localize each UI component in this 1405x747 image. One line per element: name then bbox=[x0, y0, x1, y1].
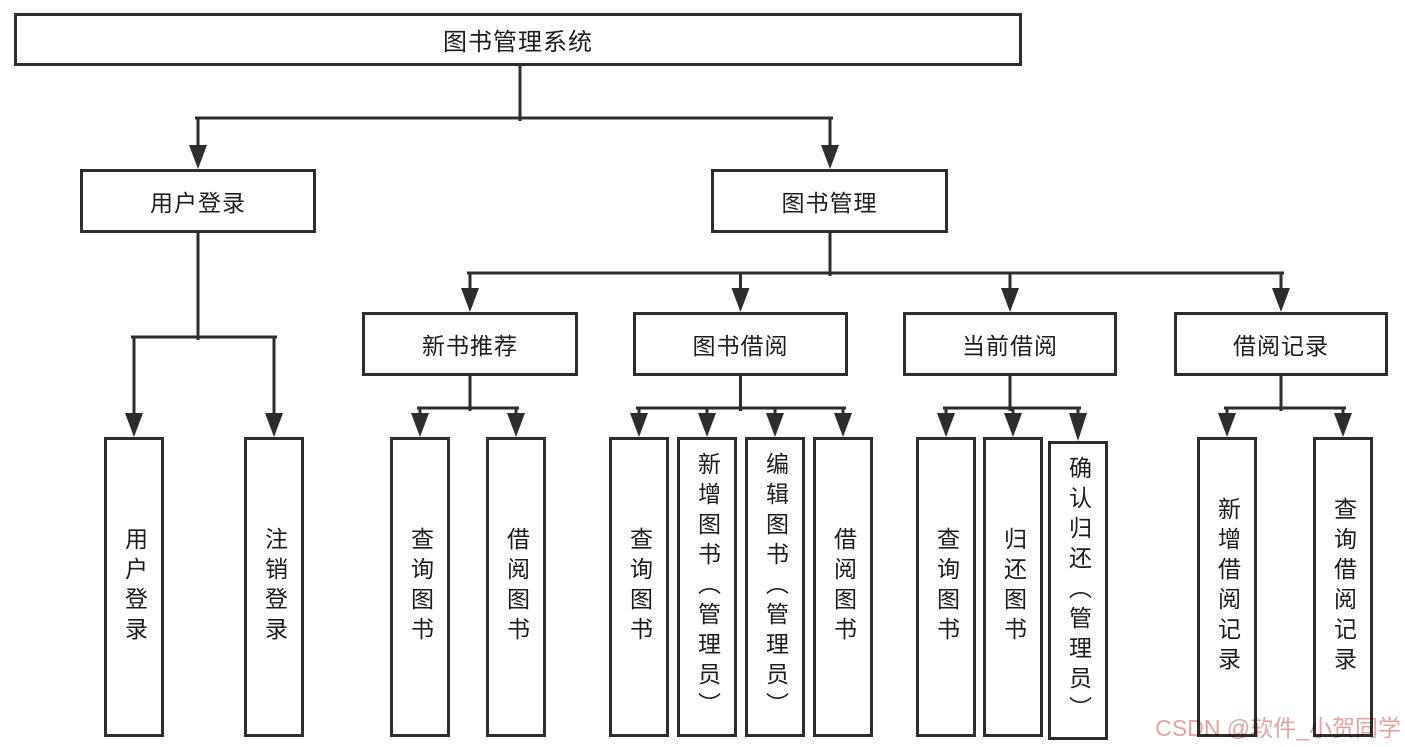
node-book-management-label: 图书管理 bbox=[781, 190, 878, 216]
node-current-borrowing: 当前借阅 bbox=[903, 312, 1117, 376]
user-login-branch-connector bbox=[125, 231, 283, 437]
leaf-edit-book-admin: 编辑图书（管理员） bbox=[745, 437, 805, 737]
borrowing-records-connector bbox=[1218, 374, 1352, 437]
node-borrowing-records-label: 借阅记录 bbox=[1233, 333, 1329, 359]
csdn-watermark: CSDN @软件_小贺同学 bbox=[1155, 715, 1401, 741]
leaf-borrow-books-label: 借阅图书 bbox=[830, 527, 857, 647]
node-current-borrowing-label: 当前借阅 bbox=[962, 333, 1058, 359]
leaf-user-login-label: 用户登录 bbox=[121, 527, 148, 647]
node-new-book-recommendation-label: 新书推荐 bbox=[422, 333, 518, 359]
leaf-borrow-books-recommend: 借阅图书 bbox=[486, 437, 546, 737]
node-user-login-label: 用户登录 bbox=[150, 190, 246, 216]
node-book-management: 图书管理 bbox=[711, 169, 948, 233]
leaf-query-books-recommend: 查询图书 bbox=[390, 437, 450, 737]
leaf-borrow-books-recommend-label: 借阅图书 bbox=[503, 527, 530, 647]
leaf-add-book-admin: 新增图书（管理员） bbox=[677, 437, 737, 737]
leaf-query-borrow-record: 查询借阅记录 bbox=[1313, 437, 1373, 737]
leaf-confirm-return-admin-label: 确认归还（管理员） bbox=[1065, 455, 1092, 726]
root-to-level2-connector bbox=[189, 64, 839, 169]
leaf-edit-book-admin-label: 编辑图书（管理员） bbox=[762, 452, 789, 722]
node-book-borrowing-label: 图书借阅 bbox=[692, 333, 789, 359]
leaf-query-books-recommend-label: 查询图书 bbox=[407, 527, 434, 647]
node-library-management-system-label: 图书管理系统 bbox=[443, 29, 593, 56]
book-management-branch-connector bbox=[461, 231, 1290, 312]
leaf-query-books-current: 查询图书 bbox=[916, 437, 976, 737]
leaf-query-books-borrowing-label: 查询图书 bbox=[626, 527, 653, 647]
node-book-borrowing: 图书借阅 bbox=[633, 312, 848, 376]
leaf-query-books-current-label: 查询图书 bbox=[933, 527, 960, 647]
leaf-query-books-borrowing: 查询图书 bbox=[609, 437, 669, 737]
leaf-add-borrow-record-label: 新增借阅记录 bbox=[1214, 497, 1241, 677]
leaf-confirm-return-admin: 确认归还（管理员） bbox=[1048, 441, 1108, 740]
leaf-query-borrow-record-label: 查询借阅记录 bbox=[1330, 497, 1357, 677]
node-borrowing-records: 借阅记录 bbox=[1174, 312, 1388, 376]
leaf-user-login: 用户登录 bbox=[104, 437, 164, 737]
node-new-book-recommendation: 新书推荐 bbox=[362, 312, 578, 376]
book-borrowing-connector bbox=[630, 374, 852, 437]
node-user-login: 用户登录 bbox=[80, 169, 316, 233]
leaf-add-book-admin-label: 新增图书（管理员） bbox=[694, 452, 721, 722]
node-library-management-system: 图书管理系统 bbox=[14, 13, 1022, 66]
leaf-return-books-label: 归还图书 bbox=[1000, 527, 1027, 647]
leaf-logout-label: 注销登录 bbox=[261, 527, 288, 647]
current-borrowing-connector bbox=[937, 374, 1087, 441]
leaf-add-borrow-record: 新增借阅记录 bbox=[1197, 437, 1257, 737]
leaf-logout: 注销登录 bbox=[244, 437, 304, 737]
new-book-recommendation-connector bbox=[411, 374, 525, 437]
leaf-return-books: 归还图书 bbox=[983, 437, 1043, 737]
leaf-borrow-books: 借阅图书 bbox=[813, 437, 873, 737]
